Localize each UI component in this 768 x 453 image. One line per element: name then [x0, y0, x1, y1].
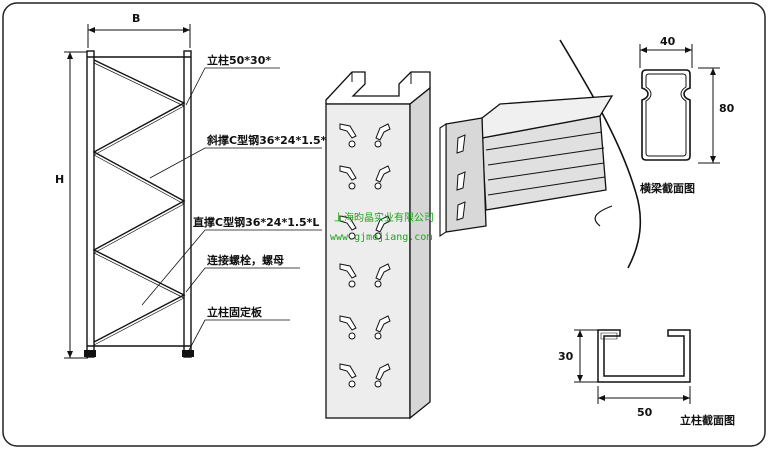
left-upright: [86, 50, 95, 358]
callout-leaders: [141, 67, 322, 353]
right-base-plate: [182, 350, 194, 357]
beam-profile-shape: [641, 69, 691, 161]
upright-front-face: [325, 103, 411, 419]
diagonal-braces: [92, 59, 186, 343]
watermark-company: 上海昀晶实业有限公司: [334, 211, 434, 224]
callout-upright: 立柱50*30*: [207, 53, 271, 67]
upright-side-face: [409, 86, 431, 420]
callout-horizontal-brace: 直撑C型钢36*24*1.5*L: [193, 215, 319, 229]
break-line: [559, 39, 642, 269]
upright-column: [325, 71, 431, 420]
upright-section-caption: 立柱截面图: [680, 413, 735, 427]
upright-profile-shape: [597, 329, 691, 383]
callout-diagonal-brace: 斜撑C型钢36*24*1.5*L: [206, 133, 333, 147]
left-base-plate: [84, 350, 96, 357]
callout-base-plate: 立柱固定板: [207, 305, 263, 319]
upright-section-height: 30: [558, 350, 574, 363]
beam-connector-plate: [445, 117, 487, 233]
rack-frame: B H: [55, 12, 194, 359]
beam-assembly: [439, 39, 642, 269]
upright-section: 30 50 立柱截面图: [558, 329, 735, 427]
frame-height-label: H: [55, 173, 64, 186]
beam-section-caption: 横梁截面图: [640, 181, 695, 195]
beam-section: 40 80 横梁截面图: [639, 35, 735, 195]
upright-section-width: 50: [637, 406, 653, 419]
frame-width-label: B: [132, 12, 140, 25]
callout-bolt-nut: 连接螺栓，螺母: [207, 253, 284, 267]
watermark-url: www.gjmojiang.com: [330, 232, 432, 243]
beam-section-width: 40: [660, 35, 676, 48]
beam-section-height: 80: [719, 102, 735, 115]
